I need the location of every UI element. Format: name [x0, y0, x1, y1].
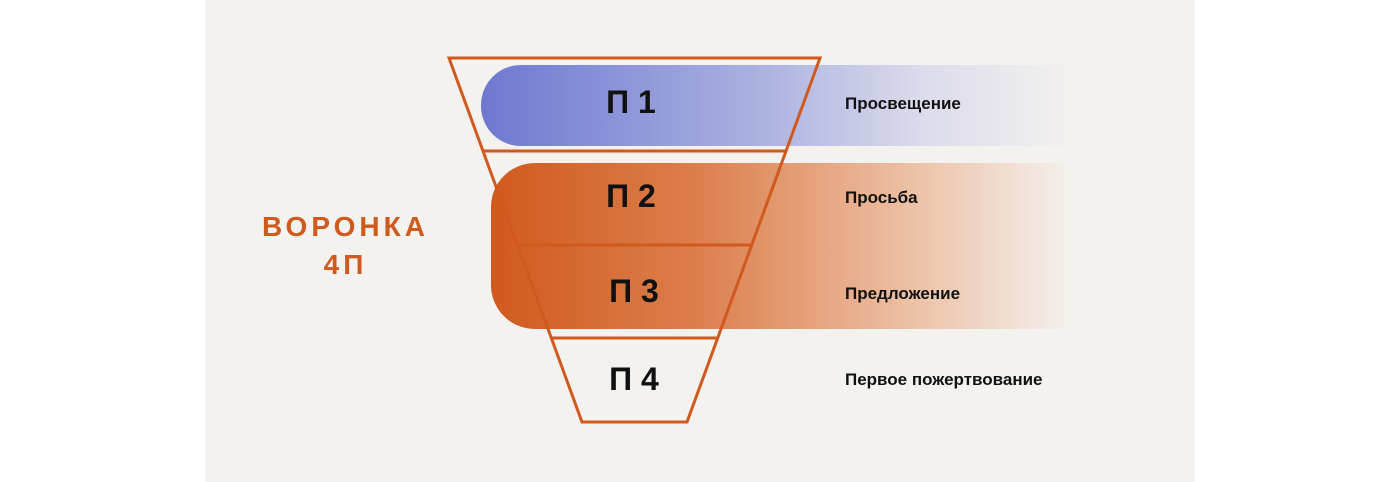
funnel-title: ВОРОНКА 4П — [238, 208, 453, 284]
stage-1-highlight-band — [481, 65, 1075, 146]
stage-4-label: П 4 — [609, 361, 659, 397]
stage-3-description: Предложение — [845, 284, 961, 303]
stage-3-label: П 3 — [609, 273, 659, 309]
stage-4-description: Первое пожертвование — [845, 370, 1043, 389]
stage-1-description: Просвещение — [845, 94, 961, 113]
stage-2-label: П 2 — [606, 178, 656, 214]
funnel-title-line-1: ВОРОНКА — [262, 211, 429, 242]
funnel-shape — [446, 56, 823, 424]
stage-2-description: Просьба — [845, 188, 918, 207]
funnel-title-line-2: 4П — [323, 249, 368, 280]
stage-1-label: П 1 — [606, 84, 656, 120]
